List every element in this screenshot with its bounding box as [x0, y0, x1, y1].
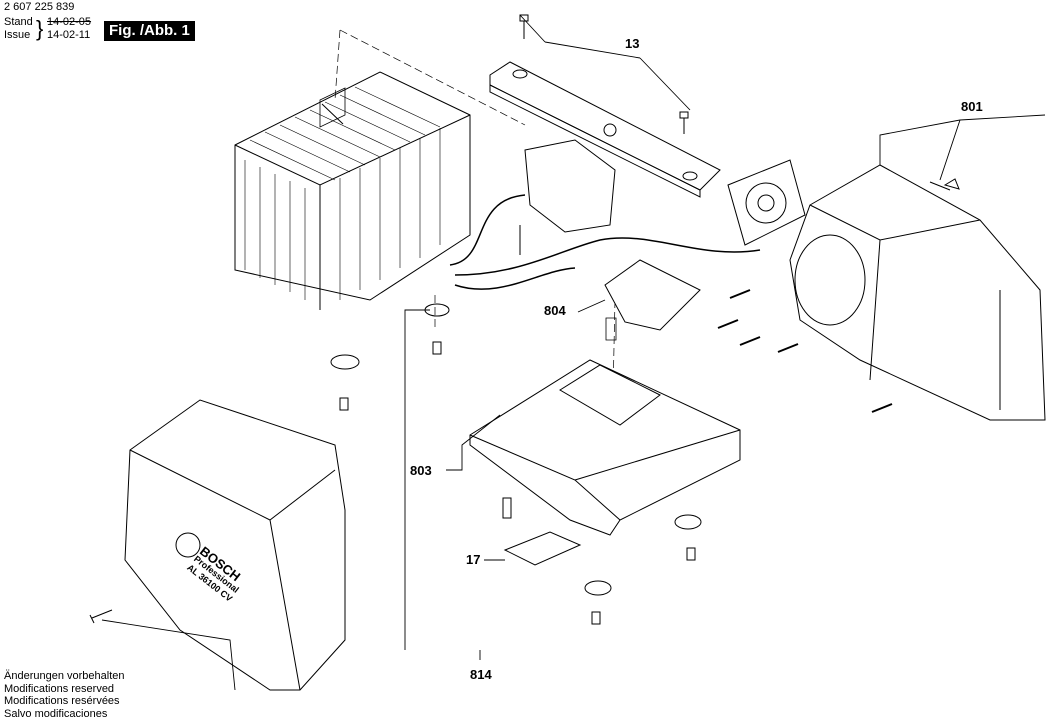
stand-label: Stand — [4, 16, 33, 28]
figure-label: Fig. /Abb. 1 — [104, 21, 195, 41]
callout-801: 801 — [961, 99, 983, 114]
footer-line-en: Modifications reserved — [4, 682, 115, 695]
fan — [727, 159, 806, 246]
footer-line-es: Salvo modificaciones — [4, 707, 108, 720]
callout-17: 17 — [466, 552, 481, 567]
part-number: 2 607 225 839 — [4, 1, 75, 13]
footer-notice: Änderungen vorbehalten Modifications res… — [4, 670, 124, 720]
heat-sink-box — [234, 71, 471, 310]
rubber-feet — [330, 303, 702, 625]
footer-line-de: Änderungen vorbehalten — [4, 670, 125, 682]
brace: } — [36, 16, 44, 41]
front-housing — [89, 399, 346, 691]
switch-part-804 — [604, 259, 701, 331]
handle-part-13 — [489, 14, 721, 198]
callout-804: 804 — [544, 303, 566, 318]
label-part-17 — [503, 531, 582, 566]
footer-line-fr: Modifications resérvées — [4, 695, 120, 707]
stand-date: 14-02-05 — [47, 16, 92, 28]
callout-13: 13 — [625, 36, 640, 51]
issue-date: 14-02-11 — [47, 29, 91, 41]
callout-803: 803 — [410, 463, 432, 478]
callout-814: 814 — [470, 667, 492, 682]
side-housing-part-801 — [789, 164, 1046, 421]
base-part-803 — [469, 359, 741, 536]
cable-bracket — [524, 139, 616, 233]
issue-label: Issue — [4, 29, 31, 41]
